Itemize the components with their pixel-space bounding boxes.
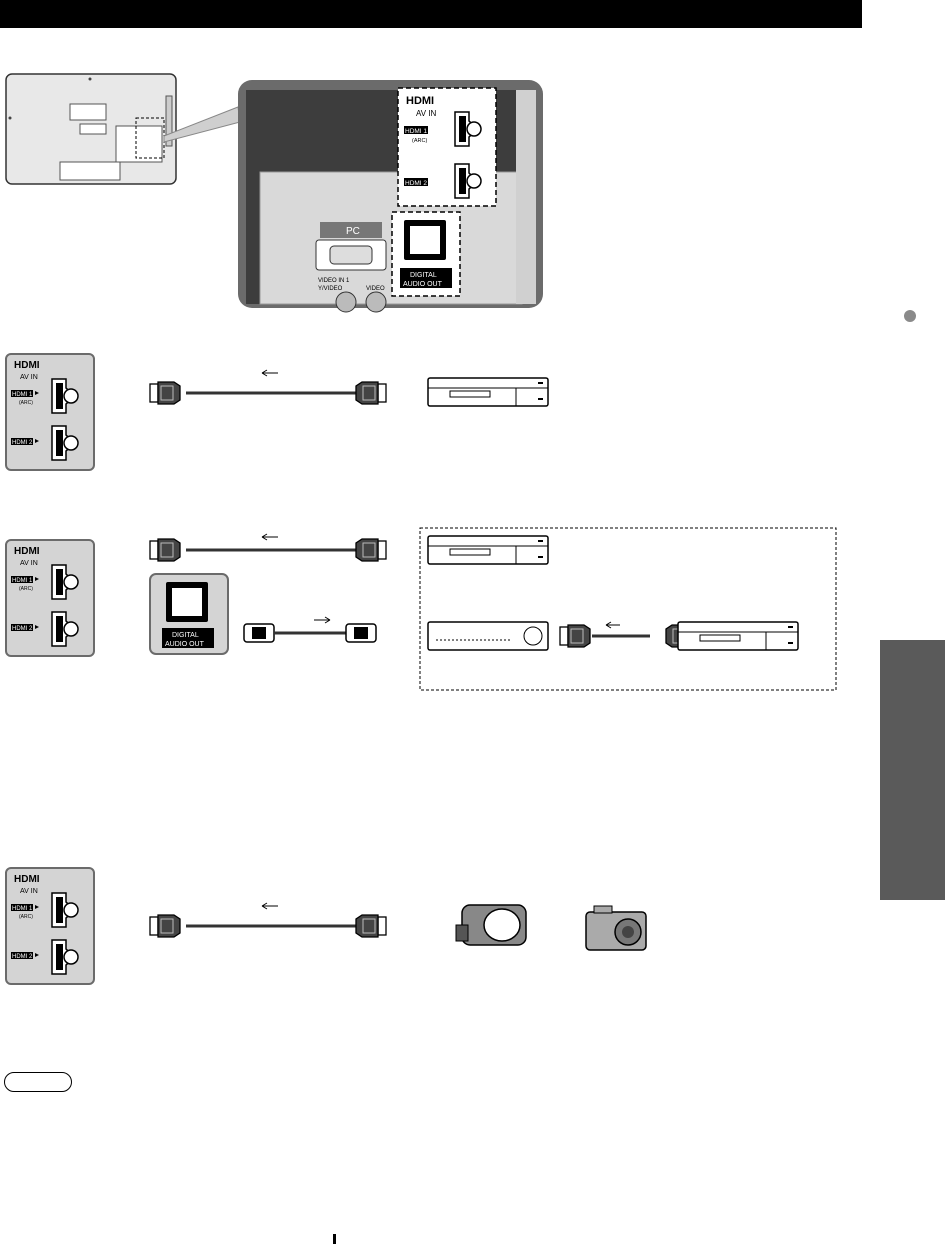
- hdmi-panel-3: [6, 868, 94, 984]
- section-tab: [880, 640, 945, 900]
- arrow-left-icon: [261, 369, 278, 377]
- hdmi-panel-2: [6, 540, 94, 656]
- zoom-digital-line2: AUDIO OUT: [403, 281, 443, 288]
- note-label-pill: [4, 1072, 72, 1092]
- y-video-label: Y/VIDEO: [318, 286, 343, 292]
- dvd-recorder-icon: [427, 377, 549, 407]
- zoom-digital-line1: DIGITAL: [410, 272, 437, 279]
- camcorder-icon: [455, 904, 527, 946]
- zoom-av-in: AV IN: [416, 109, 437, 118]
- zoom-hdmi1: HDMI 1: [405, 128, 427, 135]
- optical-cable-icon: [243, 623, 377, 643]
- video-label: VIDEO: [366, 286, 385, 292]
- av-receiver-icon: [427, 621, 549, 651]
- arrow-left-icon: [261, 533, 278, 541]
- video-in-label: VIDEO IN 1: [318, 278, 350, 284]
- pc-label: PC: [346, 226, 360, 237]
- zoomed-terminal-panel: PC VIDEO IN 1 Y/VIDEO VIDEO HDMI AV IN H…: [238, 80, 543, 313]
- page-mark: [333, 1234, 336, 1244]
- bullet-dot: [904, 310, 916, 322]
- zoom-hdmi-logo: HDMI: [406, 95, 434, 107]
- tv-back-illustration: [5, 73, 177, 185]
- hdmi-panel-1: [6, 354, 94, 470]
- zoom-hdmi2: HDMI 2: [405, 180, 427, 187]
- header-bar: [0, 0, 862, 28]
- digital-camera-icon: [585, 905, 647, 951]
- digital-line2: AUDIO OUT: [165, 641, 205, 648]
- zoom-hdmi1-sub: (ARC): [412, 138, 427, 144]
- digital-line1: DIGITAL: [172, 632, 199, 639]
- arrow-right-icon: [314, 616, 331, 624]
